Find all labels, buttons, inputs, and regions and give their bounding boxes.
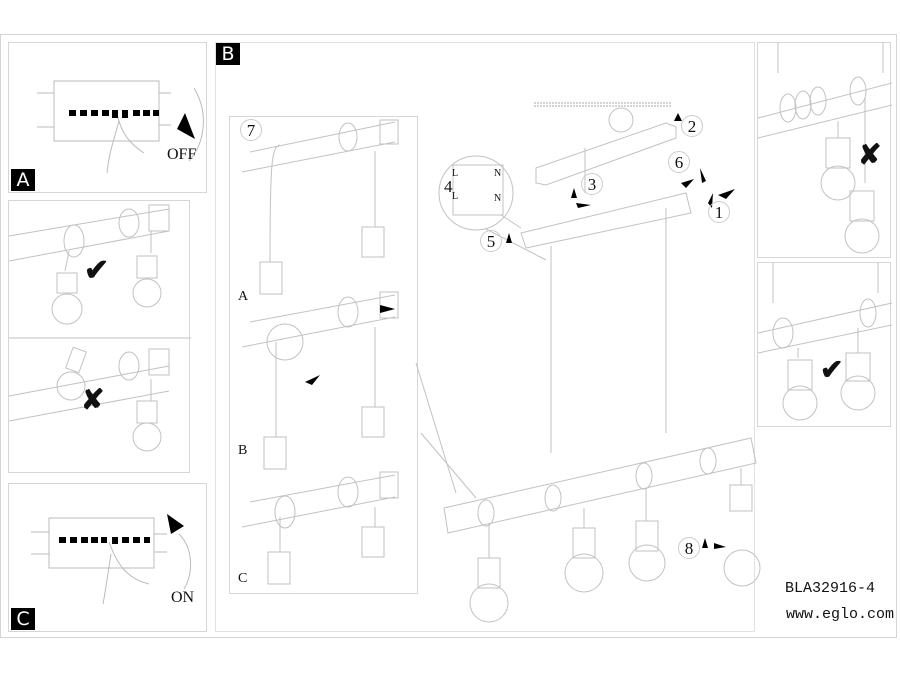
up-arrow-icon xyxy=(674,113,682,121)
website-link[interactable]: www.eglo.com xyxy=(786,606,895,623)
section-tag-c: C xyxy=(11,608,35,630)
rotate-arrow-icon xyxy=(167,514,184,534)
rotate-arrow-icon xyxy=(177,113,195,139)
correct-mark-icon: ✔ xyxy=(820,355,844,386)
step-1-marker: 1 xyxy=(708,201,730,223)
step-3-marker: 3 xyxy=(581,173,603,195)
up-arrow-icon xyxy=(702,538,708,548)
wiring-label-n-top: N xyxy=(494,168,502,179)
rotate-arrow-icon xyxy=(681,179,694,188)
rotate-arrow-icon xyxy=(700,168,706,183)
substep-label-b: B xyxy=(238,443,248,458)
wrong-mark-icon: ✘ xyxy=(858,140,882,171)
breaker-on-illustration xyxy=(31,514,191,605)
panel-b-assembly: B 7 A B C xyxy=(215,42,761,632)
switch-off-label: OFF xyxy=(167,146,197,163)
rotate-arrow-icon xyxy=(305,375,320,385)
switch-on-label: ON xyxy=(171,589,195,606)
wiring-label-n-bottom: N xyxy=(494,193,502,204)
step-8-marker: 8 xyxy=(678,537,700,559)
wiring-label-l-top: L xyxy=(452,168,459,179)
breaker-off-illustration xyxy=(37,80,204,174)
up-arrow-icon xyxy=(571,188,577,198)
panel-a-power-off: A OFF xyxy=(8,42,207,193)
wrong-mark-icon: ✘ xyxy=(81,385,105,416)
panel-lamp-orientation-check: ✔ ✘ xyxy=(8,200,191,473)
cable-winding-illustration xyxy=(241,119,399,585)
model-code-text: BLA32916-4 xyxy=(785,580,876,597)
lamp-height-correct-illustration xyxy=(757,263,893,421)
substep-label-c: C xyxy=(238,571,248,586)
up-arrow-icon xyxy=(506,233,512,243)
step-7-marker: 7 xyxy=(240,119,262,141)
panel-lamp-height-correct: ✔ xyxy=(757,262,893,427)
correct-mark-icon: ✔ xyxy=(84,254,110,287)
rotate-arrow-icon xyxy=(714,543,726,549)
panel-c-power-on: C ON xyxy=(8,483,207,632)
panel-lamp-height-wrong: ✘ xyxy=(757,42,893,258)
page-frame xyxy=(0,34,897,638)
lamp-orientation-illustration xyxy=(8,204,191,452)
section-tag-b: B xyxy=(216,43,240,65)
rotate-arrow-icon xyxy=(576,203,591,208)
step-4-marker: 4 xyxy=(444,177,453,196)
rotate-arrow-icon xyxy=(718,189,735,199)
rotate-arrow-icon xyxy=(380,305,395,313)
subpanel-cable-winding: 7 A B C xyxy=(229,116,418,594)
step-6-marker: 6 xyxy=(668,151,690,173)
lamp-height-wrong-illustration xyxy=(757,43,893,254)
substep-label-a: A xyxy=(238,289,249,304)
section-tag-a: A xyxy=(11,169,35,191)
wiring-label-l-bottom: L xyxy=(452,191,459,202)
step-2-marker: 2 xyxy=(681,115,703,137)
fixture-assembly-illustration xyxy=(415,102,761,623)
step-5-marker: 5 xyxy=(480,230,502,252)
